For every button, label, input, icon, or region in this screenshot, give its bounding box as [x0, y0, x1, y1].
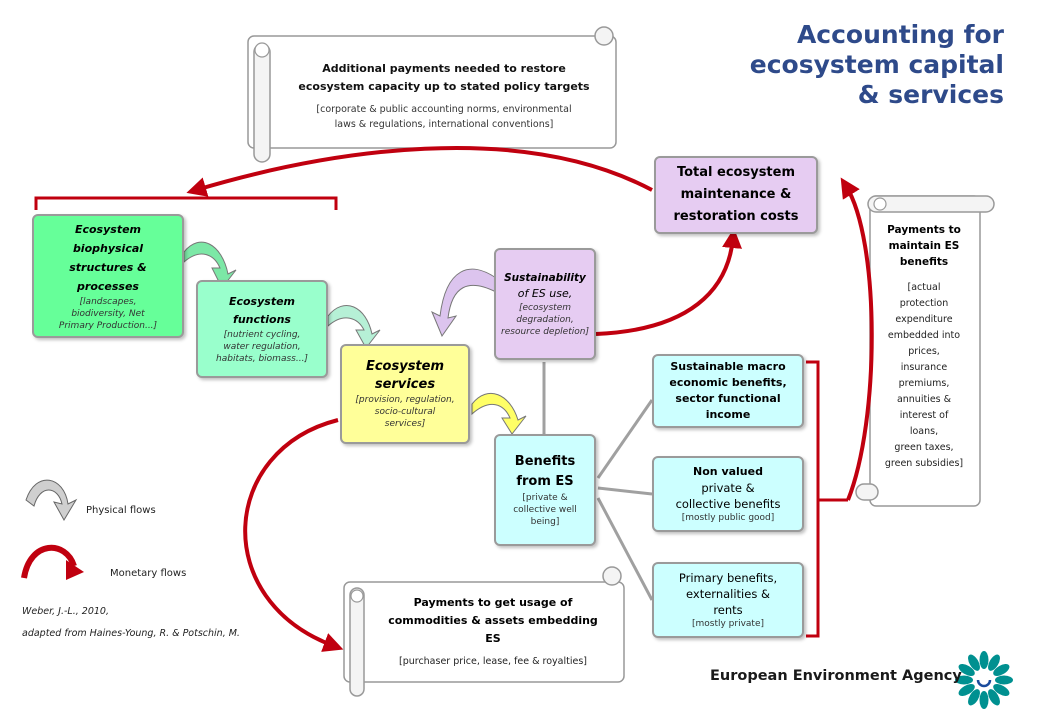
total-costs-box: Total ecosystem maintenance & restoratio…	[654, 156, 818, 234]
benefits-bracket	[806, 360, 848, 638]
benefits-box: Benefits from ES [private & collective w…	[494, 434, 596, 546]
maintain-payments-text: Payments to maintain ES benefits [actual…	[884, 224, 964, 469]
target-bracket	[34, 196, 338, 210]
credit-line-2: adapted from Haines-Young, R. & Potschin…	[22, 628, 240, 639]
usage-payments-text: Payments to get usage of commodities & a…	[388, 596, 598, 667]
legend-monetary-symbol	[21, 544, 84, 580]
bottom-scroll	[343, 566, 625, 697]
primary-benefits-box: Primary benefits, externalities & rents …	[652, 562, 804, 638]
eea-logo-text: European Environment Agency	[710, 668, 962, 684]
biophysical-box: Ecosystem biophysical structures & proce…	[32, 214, 184, 338]
legend-physical-label: Physical flows	[86, 505, 156, 516]
monetary-arrows	[186, 146, 874, 652]
eea-logo-icon	[955, 651, 1013, 709]
legend-physical-symbol	[25, 479, 78, 521]
functions-box: Ecosystem functions [nutrient cycling, w…	[196, 280, 328, 378]
sustainability-box: Sustainability of ES use, [ecosystem deg…	[494, 248, 596, 360]
page-title: Accounting for ecosystem capital & servi…	[749, 20, 1004, 109]
macro-benefits-box: Sustainable macro economic benefits, sec…	[652, 354, 804, 428]
credit-line-1: Weber, J.-L., 2010,	[22, 606, 109, 617]
top-scroll	[247, 26, 617, 163]
additional-payments-text: Additional payments needed to restore ec…	[298, 62, 590, 130]
legend-monetary-label: Monetary flows	[110, 568, 187, 579]
services-box: Ecosystem services [provision, regulatio…	[340, 344, 470, 444]
physical-arrows	[183, 241, 527, 435]
benefit-connectors	[542, 362, 654, 601]
non-valued-benefits-box: Non valued private & collective benefits…	[652, 456, 804, 532]
